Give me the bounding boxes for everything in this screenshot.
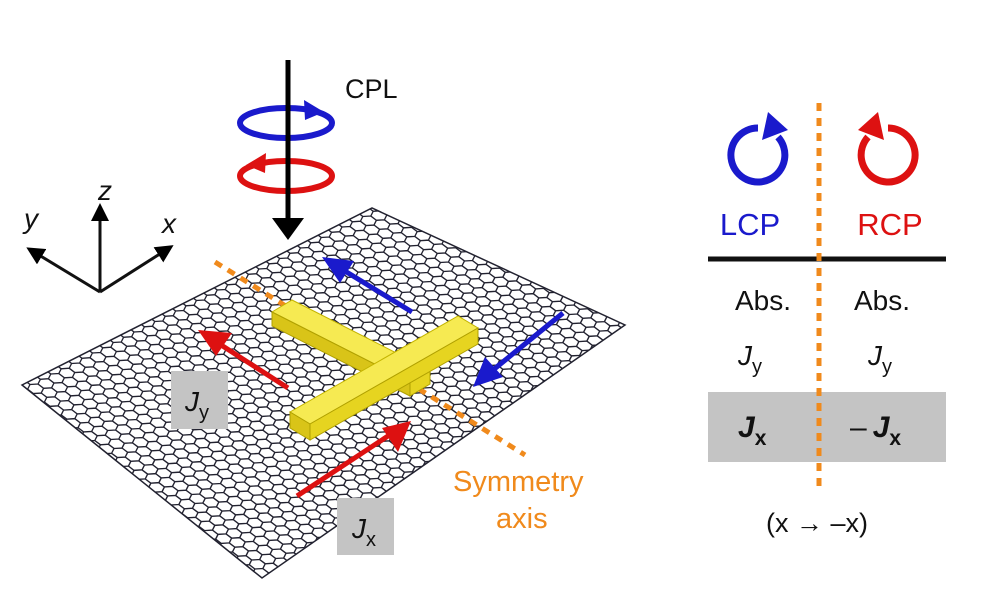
jx-right: –Jx: [850, 411, 901, 450]
y-axis-label: y: [22, 203, 40, 234]
jx-left: Jx: [738, 411, 767, 450]
red-arrow-left-shaft: [216, 340, 290, 391]
blue-arrow-lower-shaft: [491, 311, 565, 372]
cpl-beam: CPL: [237, 60, 398, 240]
jx-label-box: Jx: [337, 498, 394, 555]
x-axis-label: x: [160, 208, 177, 239]
rcp-label: RCP: [857, 207, 922, 242]
abs-left: Abs.: [735, 285, 791, 316]
blue-current-arrows: [322, 257, 565, 387]
lcp-label: LCP: [720, 207, 780, 242]
gold-cross-structure: [270, 299, 479, 441]
jx-row-shading: [708, 392, 946, 462]
red-rotation-arrowhead: [246, 153, 266, 173]
jy-left: Jy: [737, 340, 762, 378]
blue-arrow-upper-head: [322, 257, 354, 283]
rcp-rotation-arc: [857, 124, 919, 186]
comparison-table: LCP RCP Abs. Abs. Jy Jy Jx –Jx (x → –x): [708, 103, 946, 538]
jy-box-background: [171, 371, 228, 429]
coordinate-axes: z y x: [22, 175, 177, 294]
jy-label: Jy: [184, 386, 209, 424]
jx-box-background: [337, 498, 394, 555]
red-arrow-left-head: [198, 330, 232, 356]
jy-right: Jy: [867, 340, 892, 378]
jx-label: Jx: [351, 513, 376, 551]
jy-label-box: Jy: [171, 371, 228, 429]
blue-arrow-lower-head: [473, 357, 503, 387]
abs-right: Abs.: [854, 285, 910, 316]
lcp-rotation-arc: [727, 124, 789, 186]
y-axis: [26, 247, 101, 294]
sheet-outline: [20, 207, 627, 579]
cpl-beam-arrowhead: [272, 218, 304, 240]
red-arrow-bottom-head: [382, 421, 411, 452]
x-axis: [99, 245, 174, 294]
symmetry-label-line1: Symmetry: [453, 466, 584, 498]
lcp-rotation-arrowhead: [762, 112, 788, 140]
transform-label: (x → –x): [766, 508, 868, 538]
blue-rotation-arrowhead: [304, 100, 324, 120]
blue-arrow-upper-shaft: [338, 265, 414, 315]
red-current-arrows: [198, 330, 411, 499]
rod-short-front-face: [309, 327, 479, 441]
z-axis-label: z: [97, 175, 112, 206]
cpl-label: CPL: [345, 74, 398, 104]
red-arrow-bottom-shaft: [295, 431, 393, 499]
symmetry-label-line2: axis: [496, 503, 548, 535]
rcp-rotation-arrowhead: [858, 112, 884, 140]
